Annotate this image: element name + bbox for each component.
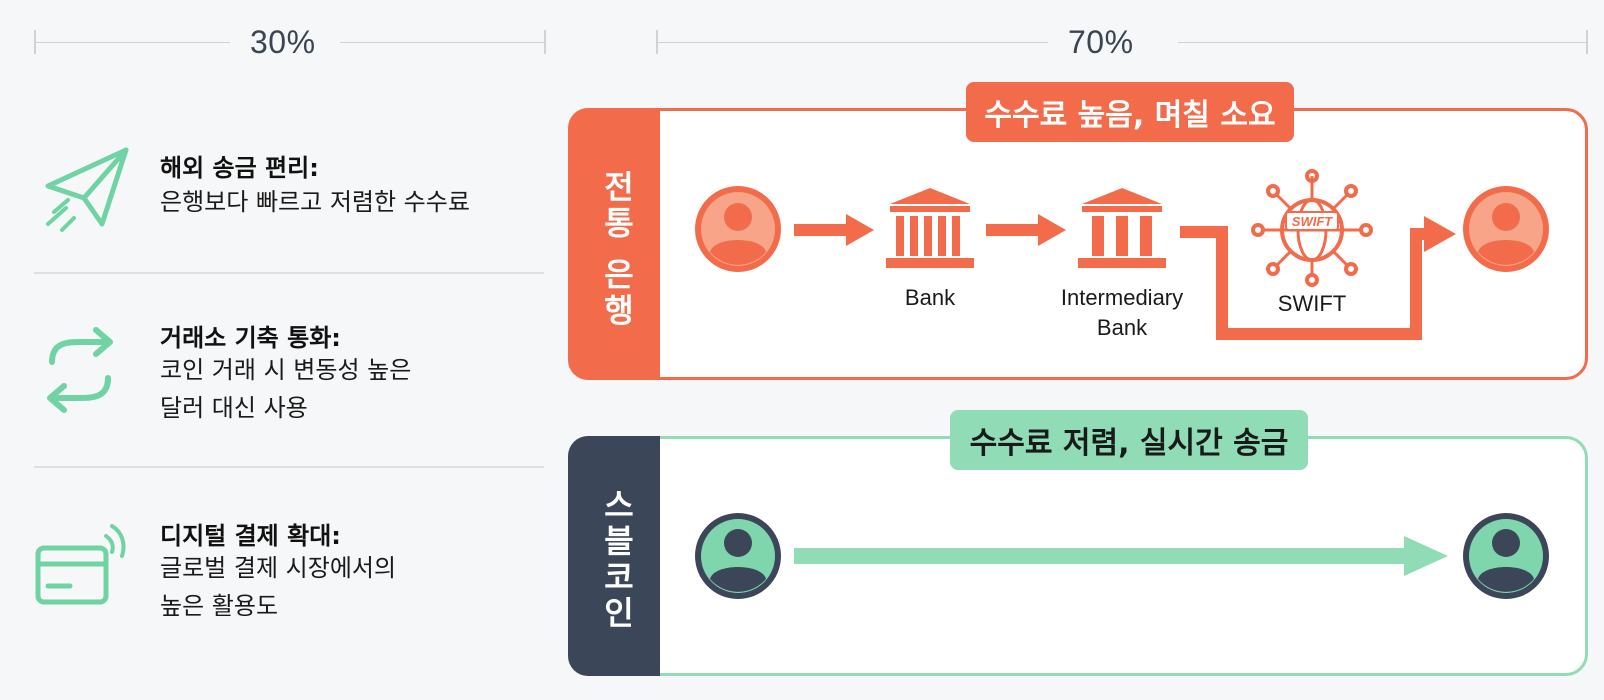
scale-line <box>340 42 546 43</box>
stablecoin-side-tab: 스블코인 <box>568 436 660 676</box>
swift-network-icon: SWIFT <box>1251 169 1373 287</box>
feature-description-line: 높은 활용도 <box>160 592 279 620</box>
swift-label: SWIFT <box>1277 291 1347 316</box>
feature-description-line: 코인 거래 시 변동성 높은 <box>160 356 412 384</box>
sender-avatar-icon <box>695 186 781 272</box>
paper-plane-icon <box>40 142 132 238</box>
direct-transfer-arrow <box>794 536 1448 576</box>
feature-description-line: 달러 대신 사용 <box>160 394 308 422</box>
feature-title: 디지털 결제 확대: <box>160 522 341 550</box>
feature-overseas-remittance: 해외 송금 편리: 은행보다 빠르고 저렴한 수수료 <box>34 136 544 246</box>
intermediary-bank-label-line1: Intermediary <box>1060 285 1184 310</box>
feature-digital-payment: 디지털 결제 확대: 글로벌 결제 시장에서의 높은 활용도 <box>34 508 544 638</box>
divider <box>34 466 544 468</box>
sender-avatar-icon <box>695 513 781 599</box>
scale-line <box>1178 42 1586 43</box>
intermediary-bank-label-line2: Bank <box>1096 315 1148 340</box>
contactless-card-icon <box>34 516 134 612</box>
bank-icon <box>886 188 974 268</box>
receiver-avatar-icon <box>1463 186 1549 272</box>
scale-left-label: 30% <box>250 24 316 60</box>
traditional-bank-side-tab: 전통 은행 <box>568 108 660 380</box>
scale-line <box>34 42 230 43</box>
scale-right-label: 70% <box>1068 24 1134 60</box>
swift-badge-text: SWIFT <box>1292 214 1333 229</box>
divider <box>34 272 544 274</box>
intermediary-bank-icon <box>1078 188 1166 268</box>
arrow-icon <box>794 214 874 246</box>
feature-description-line: 글로벌 결제 시장에서의 <box>160 554 397 582</box>
bank-label: Bank <box>904 285 956 310</box>
swift-route-arrow <box>1180 216 1456 340</box>
exchange-arrows-icon <box>38 324 122 420</box>
scale-left: 30% <box>34 22 546 62</box>
scale-right: 70% <box>656 22 1588 62</box>
scale-line <box>656 42 1048 43</box>
arrow-icon <box>986 214 1066 246</box>
traditional-bank-side-label: 전통 은행 <box>598 170 636 330</box>
feature-exchange-base-currency: 거래소 기축 통화: 코인 거래 시 변동성 높은 달러 대신 사용 <box>34 310 544 440</box>
scale-tick <box>544 30 546 54</box>
feature-description-line: 은행보다 빠르고 저렴한 수수료 <box>160 188 470 216</box>
traditional-bank-banner: 수수료 높음, 며칠 소요 <box>966 82 1294 142</box>
stablecoin-banner: 수수료 저렴, 실시간 송금 <box>950 410 1308 470</box>
scale-tick <box>1586 30 1588 54</box>
feature-title: 해외 송금 편리: <box>160 154 319 182</box>
feature-title: 거래소 기축 통화: <box>160 324 341 352</box>
stablecoin-side-label: 스블코인 <box>598 488 636 632</box>
receiver-avatar-icon <box>1463 513 1549 599</box>
